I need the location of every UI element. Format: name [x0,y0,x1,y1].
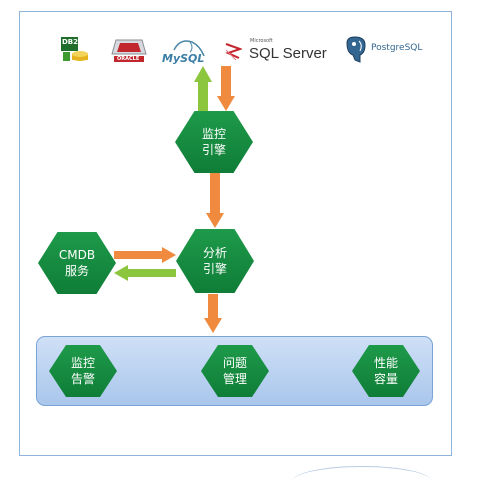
db2-logo-label: DB2 [62,38,79,46]
decorative-arc [292,466,432,497]
performance-capacity-node: 性能 容量 [352,345,420,397]
postgresql-logo: PostgreSQL [343,35,443,65]
orange-arrow-cmdb-to-analysis [114,247,176,263]
orange-arrow-analysis-to-panel [204,294,222,333]
orange-arrow-monitor-to-analysis [206,173,224,228]
monitor-engine-label-line2: 引擎 [201,143,226,157]
green-arrow-up [194,66,212,112]
sqlserver-logo: Microsoft SQL Server [224,38,332,64]
cmdb-label-line1: CMDB [58,248,96,262]
monitor-engine-label-line1: 监控 [201,127,226,141]
diagram-frame [19,11,452,456]
db2-logo: DB2 [60,36,90,66]
alert-label-line1: 监控 [70,356,95,370]
performance-label-line1: 性能 [373,356,398,370]
green-arrow-analysis-to-cmdb [114,265,176,281]
sqlserver-small-label: Microsoft [250,38,273,44]
analysis-engine-label-line2: 引擎 [202,262,227,276]
flow-arrows [114,66,235,333]
oracle-logo-label: ORACLE [117,56,140,62]
mysql-logo-label: MySQL [162,52,205,65]
issue-label-line1: 问题 [222,356,247,370]
performance-label-line2: 容量 [373,372,398,386]
analysis-engine-label-line1: 分析 [202,246,227,260]
alert-label-line2: 告警 [70,372,95,386]
orange-arrow-down-to-monitor [217,66,235,111]
mysql-logo: MySQL [160,36,210,66]
issue-label-line2: 管理 [222,372,247,386]
sqlserver-logo-label: SQL Server [249,45,327,62]
cmdb-label-line2: 服务 [64,264,89,278]
oracle-logo: ORACLE [110,38,148,64]
postgresql-logo-label: PostgreSQL [371,43,423,53]
